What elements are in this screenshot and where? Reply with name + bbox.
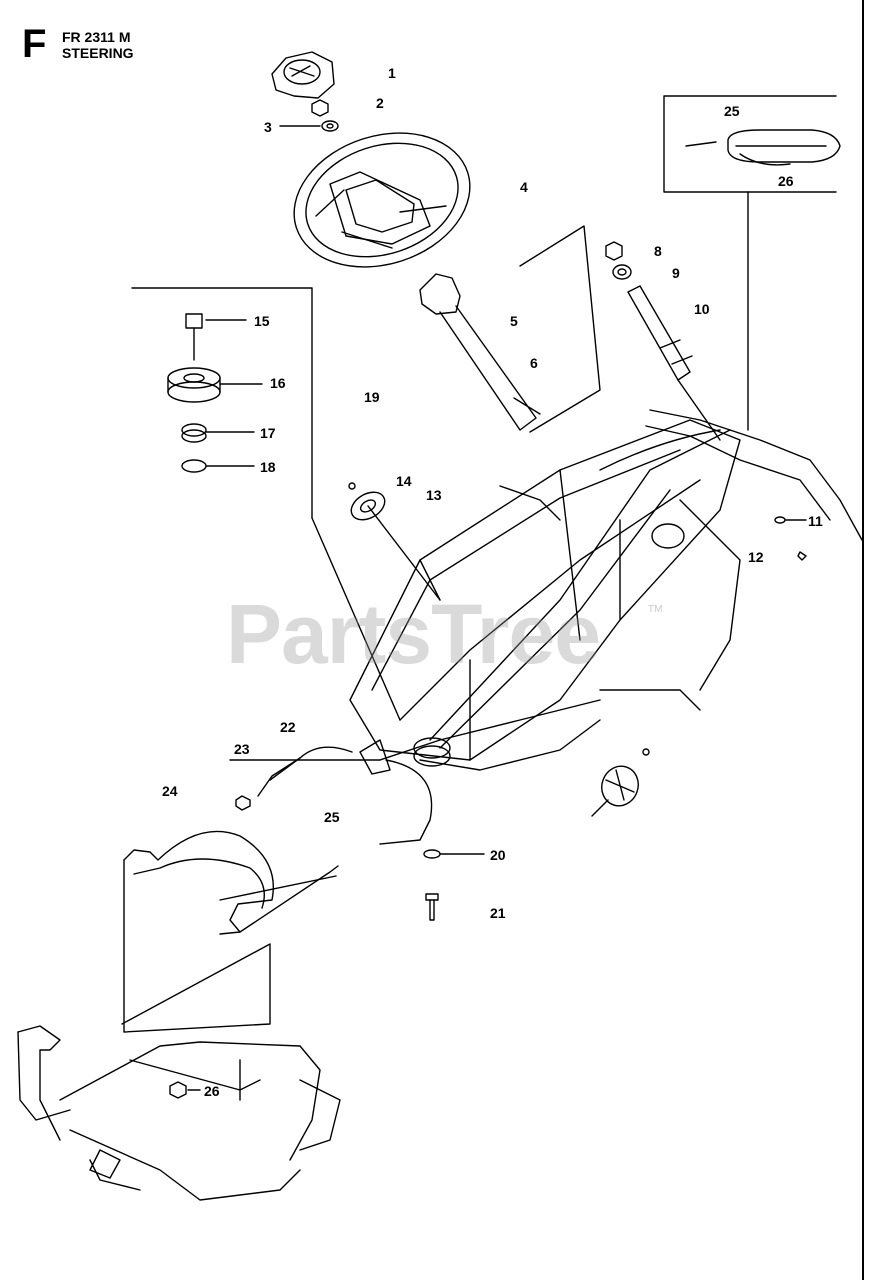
part-frame-assembly: [349, 409, 863, 771]
callout-1: 1: [388, 65, 396, 81]
part-steering-wheel: [293, 132, 471, 268]
part-washer-11: [774, 516, 807, 561]
watermark-trademark: TM: [648, 604, 663, 615]
callout-20: 20: [490, 847, 506, 863]
callout-25-inset: 25: [724, 103, 740, 119]
callout-6: 6: [530, 355, 538, 371]
model-number: FR 2311 M: [62, 29, 131, 45]
callout-26-inset: 26: [778, 173, 794, 189]
part-washer-3: [279, 120, 339, 132]
callout-10: 10: [694, 301, 710, 317]
part-nut-2: [311, 99, 329, 117]
inset-pulley-detail: [131, 287, 401, 721]
page-border-right: [862, 0, 864, 1280]
callout-18: 18: [260, 459, 276, 475]
callout-25: 25: [324, 809, 340, 825]
part-nut-8: [605, 241, 623, 261]
part-washer-20: [423, 849, 485, 859]
callout-21: 21: [490, 905, 506, 921]
callout-14: 14: [396, 473, 412, 489]
part-bolt-21: [425, 893, 439, 921]
column-group-bracket: [519, 225, 601, 433]
callout-12: 12: [748, 549, 764, 565]
callout-8: 8: [654, 243, 662, 259]
watermark-text: PartsTree: [226, 587, 601, 681]
callout-16: 16: [270, 375, 286, 391]
part-gear-wheel: [591, 748, 650, 817]
callout-22: 22: [280, 719, 296, 735]
callout-5: 5: [510, 313, 518, 329]
callout-24: 24: [162, 783, 178, 799]
callout-23: 23: [234, 741, 250, 757]
callout-11: 11: [808, 513, 823, 529]
callout-4: 4: [520, 179, 528, 195]
callout-15: 15: [254, 313, 270, 329]
callout-3: 3: [264, 119, 272, 135]
callout-2: 2: [376, 95, 384, 111]
part-steering-column: [419, 273, 541, 431]
callout-17: 17: [260, 425, 276, 441]
callout-13: 13: [426, 487, 442, 503]
part-cable: [229, 739, 433, 845]
section-letter: F: [22, 22, 47, 66]
part-bushing-9: [612, 264, 632, 280]
callout-26: 26: [204, 1083, 220, 1099]
callout-9: 9: [672, 265, 680, 281]
callout-19: 19: [364, 389, 380, 405]
page-title: STEERING: [62, 45, 134, 61]
part-steering-cap: [271, 51, 335, 99]
part-shaft-10: [627, 285, 721, 441]
inset-belt-detail: [663, 95, 841, 431]
part-lower-bracket: [17, 830, 341, 1201]
